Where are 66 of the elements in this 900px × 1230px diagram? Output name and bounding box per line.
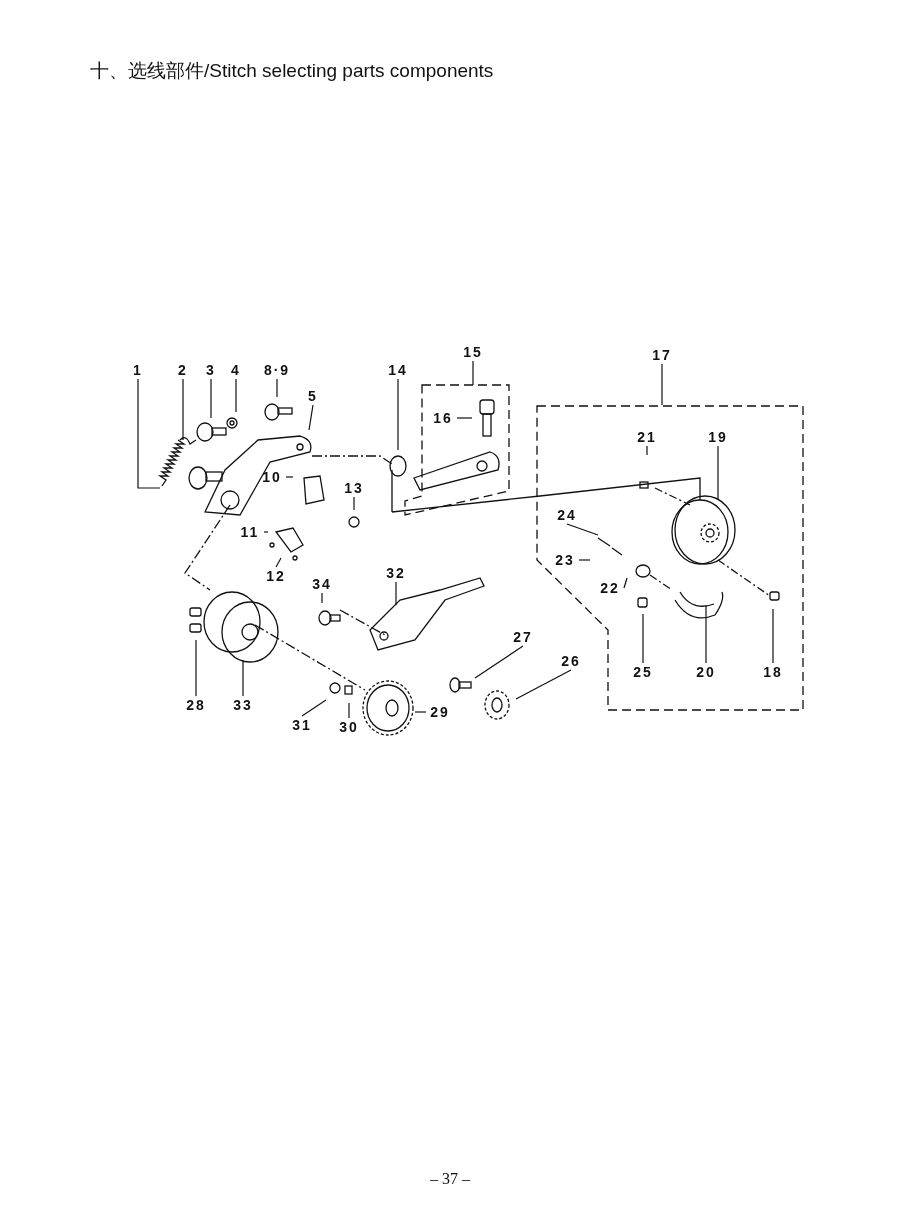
callout-number: 25 [630, 664, 656, 680]
callout-number: 29 [427, 704, 453, 720]
leader-line [717, 445, 719, 501]
callout-number: 11 [237, 524, 263, 540]
leader-line [321, 592, 323, 604]
callout-number: 3 [202, 362, 220, 378]
leader-line [137, 378, 161, 489]
leader-line [353, 496, 355, 511]
page-title: 十、选线部件/Stitch selecting parts components [90, 59, 494, 83]
callout-number: 13 [341, 480, 367, 496]
callout-number: 33 [230, 697, 256, 713]
callout-number: 34 [309, 576, 335, 592]
callout-number: 5 [304, 388, 322, 404]
callout-number: 18 [760, 664, 786, 680]
leader-line [623, 577, 628, 589]
leader-line [182, 378, 184, 441]
leader-line [578, 559, 591, 561]
callout-number: 23 [552, 552, 578, 568]
callout-number: 8·9 [259, 362, 295, 378]
leader-line [414, 711, 427, 713]
callout-number: 20 [693, 664, 719, 680]
callout-number: 12 [263, 568, 289, 584]
callout-number: 2 [174, 362, 192, 378]
leader-line [515, 669, 572, 700]
callout-number: 31 [289, 717, 315, 733]
callout-number: 19 [705, 429, 731, 445]
leader-line [661, 363, 663, 406]
leader-line [276, 378, 278, 398]
callout-number: 17 [649, 347, 675, 363]
leader-line [566, 523, 599, 536]
leader-line [646, 445, 648, 456]
callout-number: 27 [510, 629, 536, 645]
leader-line [263, 531, 269, 533]
page-number: – 37 – [429, 1170, 471, 1188]
leader-line [308, 404, 314, 431]
callout-number: 30 [336, 719, 362, 735]
callout-number: 10 [259, 469, 285, 485]
callout-number: 22 [597, 580, 623, 596]
callout-number: 1 [129, 362, 147, 378]
leader-line [348, 702, 350, 719]
leader-line [235, 378, 237, 413]
callout-number: 24 [554, 507, 580, 523]
dashed-group-outline [536, 405, 804, 711]
callout-number: 26 [558, 653, 584, 669]
callout-number: 32 [383, 565, 409, 581]
leader-line [275, 557, 282, 568]
callout-number: 15 [460, 344, 486, 360]
callout-number: 16 [430, 410, 456, 426]
leader-line [397, 378, 399, 451]
callout-number: 14 [385, 362, 411, 378]
callout-number: 4 [227, 362, 245, 378]
leader-line [772, 608, 774, 664]
leader-line [395, 581, 397, 606]
leader-line [195, 639, 197, 697]
leader-line [472, 360, 474, 386]
leader-line [210, 378, 212, 419]
leader-line [242, 659, 244, 697]
leader-line [642, 613, 644, 664]
callout-number: 28 [183, 697, 209, 713]
dashed-group-outline [404, 384, 510, 516]
leader-line [474, 645, 524, 679]
callout-number: 21 [634, 429, 660, 445]
leader-line [301, 699, 327, 717]
leader-line [456, 417, 473, 419]
leader-line [705, 604, 707, 664]
leader-line [285, 476, 294, 478]
